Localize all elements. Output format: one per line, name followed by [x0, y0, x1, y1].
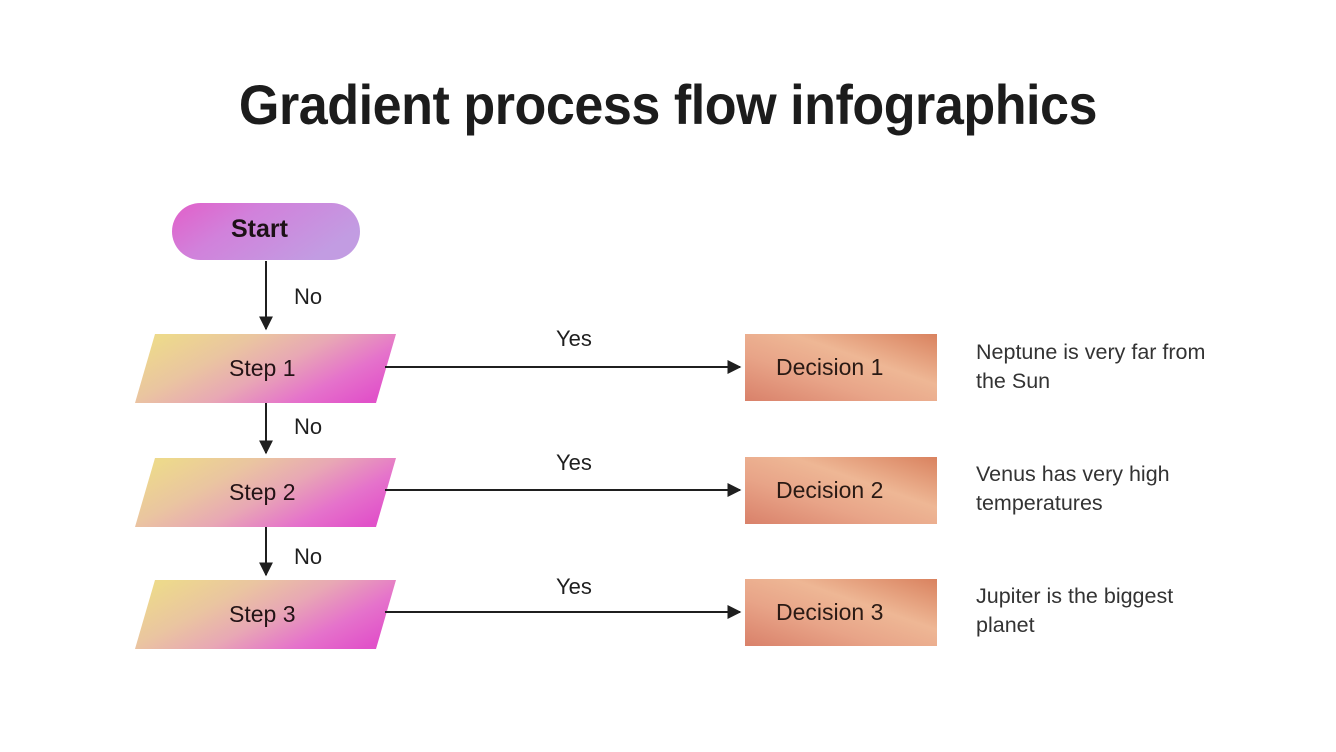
node-step-3[interactable]: [135, 580, 396, 649]
node-start-label: Start: [231, 215, 288, 243]
node-decision-1[interactable]: [745, 334, 937, 401]
node-step-2[interactable]: [135, 458, 396, 527]
decision-1-description: Neptune is very far from the Sun: [976, 340, 1206, 393]
decision-3-description: Jupiter is the biggest planet: [976, 584, 1174, 637]
node-decision-3[interactable]: [745, 579, 937, 646]
node-decision-1-label: Decision 1: [776, 354, 884, 380]
node-decision-2-label: Decision 2: [776, 477, 884, 503]
edge-label-yes-2: Yes: [556, 450, 592, 475]
node-step-3-label: Step 3: [229, 601, 296, 627]
node-step-1[interactable]: [135, 334, 396, 403]
node-step-2-label: Step 2: [229, 479, 296, 505]
node-decision-3-label: Decision 3: [776, 599, 884, 625]
edge-label-yes-1: Yes: [556, 326, 592, 351]
decision-2-description: Venus has very high temperatures: [976, 462, 1170, 515]
node-start[interactable]: [172, 203, 360, 260]
node-decision-2[interactable]: [745, 457, 937, 524]
edge-label-no-1: No: [294, 284, 323, 309]
node-step-1-label: Step 1: [229, 355, 296, 381]
edge-label-yes-3: Yes: [556, 574, 592, 599]
edge-label-no-2: No: [294, 414, 323, 439]
edge-label-no-3: No: [294, 544, 323, 569]
page-title: Gradient process flow infographics: [238, 73, 1098, 136]
